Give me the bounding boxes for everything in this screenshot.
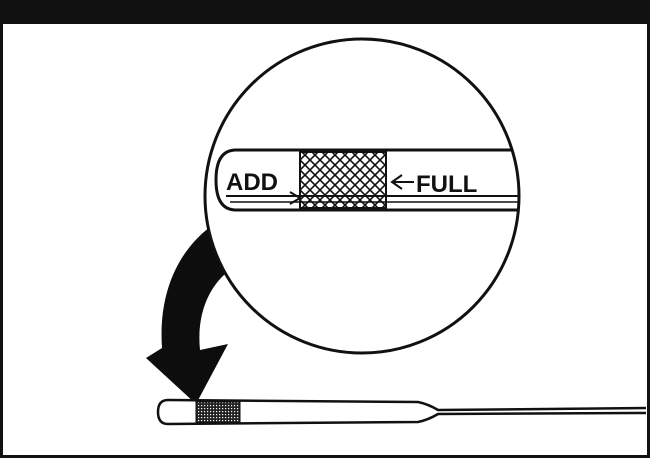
pointer-arrow bbox=[146, 224, 236, 404]
add-arrow-icon bbox=[289, 191, 302, 205]
magnified-stick-outline bbox=[214, 148, 519, 212]
dipstick-marked-zone bbox=[195, 401, 241, 423]
magnifier-circle: ADD FULL bbox=[203, 37, 521, 355]
dipstick-blade bbox=[156, 398, 647, 426]
add-label: ADD bbox=[226, 169, 278, 196]
full-arrow-icon bbox=[390, 174, 414, 190]
full-label: FULL bbox=[416, 171, 477, 198]
hatched-operating-range bbox=[299, 151, 387, 209]
dipstick bbox=[156, 398, 647, 426]
